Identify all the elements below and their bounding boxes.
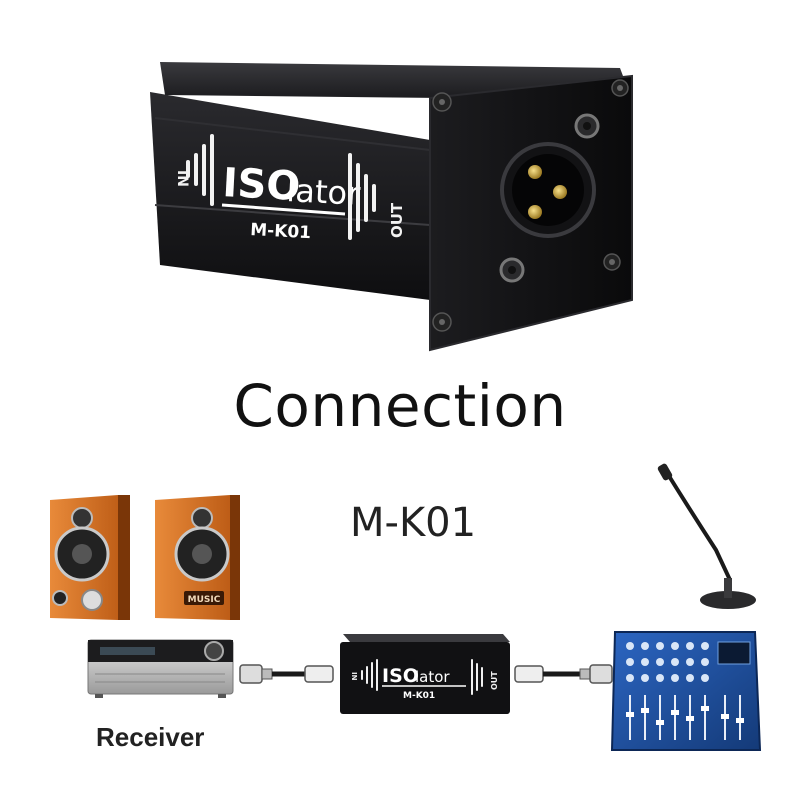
receiver-label: Receiver — [96, 722, 205, 752]
speaker-right-icon: MUSIC — [155, 495, 240, 620]
mixer-icon — [610, 631, 762, 751]
label-in: IN — [174, 170, 190, 187]
waveform-left-icon — [186, 134, 214, 206]
waveform-right-icon — [348, 153, 376, 240]
label-out: OUT — [388, 202, 406, 238]
cable-right — [514, 664, 613, 684]
speaker-left-icon — [50, 495, 130, 620]
iso-small-out: OUT — [490, 671, 499, 690]
receiver-icon — [87, 639, 234, 698]
connection-diagram: MUSIC IN ISO lator M — [50, 463, 762, 751]
iso-small-suffix: lator — [415, 668, 450, 686]
isolator-box-icon: IN ISO lator M-K01 OUT — [340, 634, 510, 714]
product-label: IN ISO lator M-K01 OUT — [174, 134, 406, 243]
iso-small-model: M-K01 — [403, 691, 435, 701]
product-photo: IN ISO lator M-K01 OUT — [150, 62, 633, 352]
iso-small-prefix: ISO — [382, 665, 419, 687]
screw-icon — [611, 79, 629, 97]
brand-prefix: ISO — [221, 160, 301, 210]
microphone-icon — [657, 463, 756, 609]
page-title: Connection — [233, 372, 567, 440]
screw-icon — [603, 253, 621, 271]
cable-left — [239, 664, 334, 684]
screw-icon — [432, 92, 452, 112]
box-front-face — [150, 92, 430, 300]
diagram-model-label: M-K01 — [350, 500, 477, 546]
xlr-connector-icon — [500, 142, 596, 238]
screw-icon — [432, 312, 452, 332]
model-label: M-K01 — [250, 220, 312, 243]
speaker-badge: MUSIC — [188, 595, 221, 605]
iso-small-in: IN — [350, 672, 358, 681]
